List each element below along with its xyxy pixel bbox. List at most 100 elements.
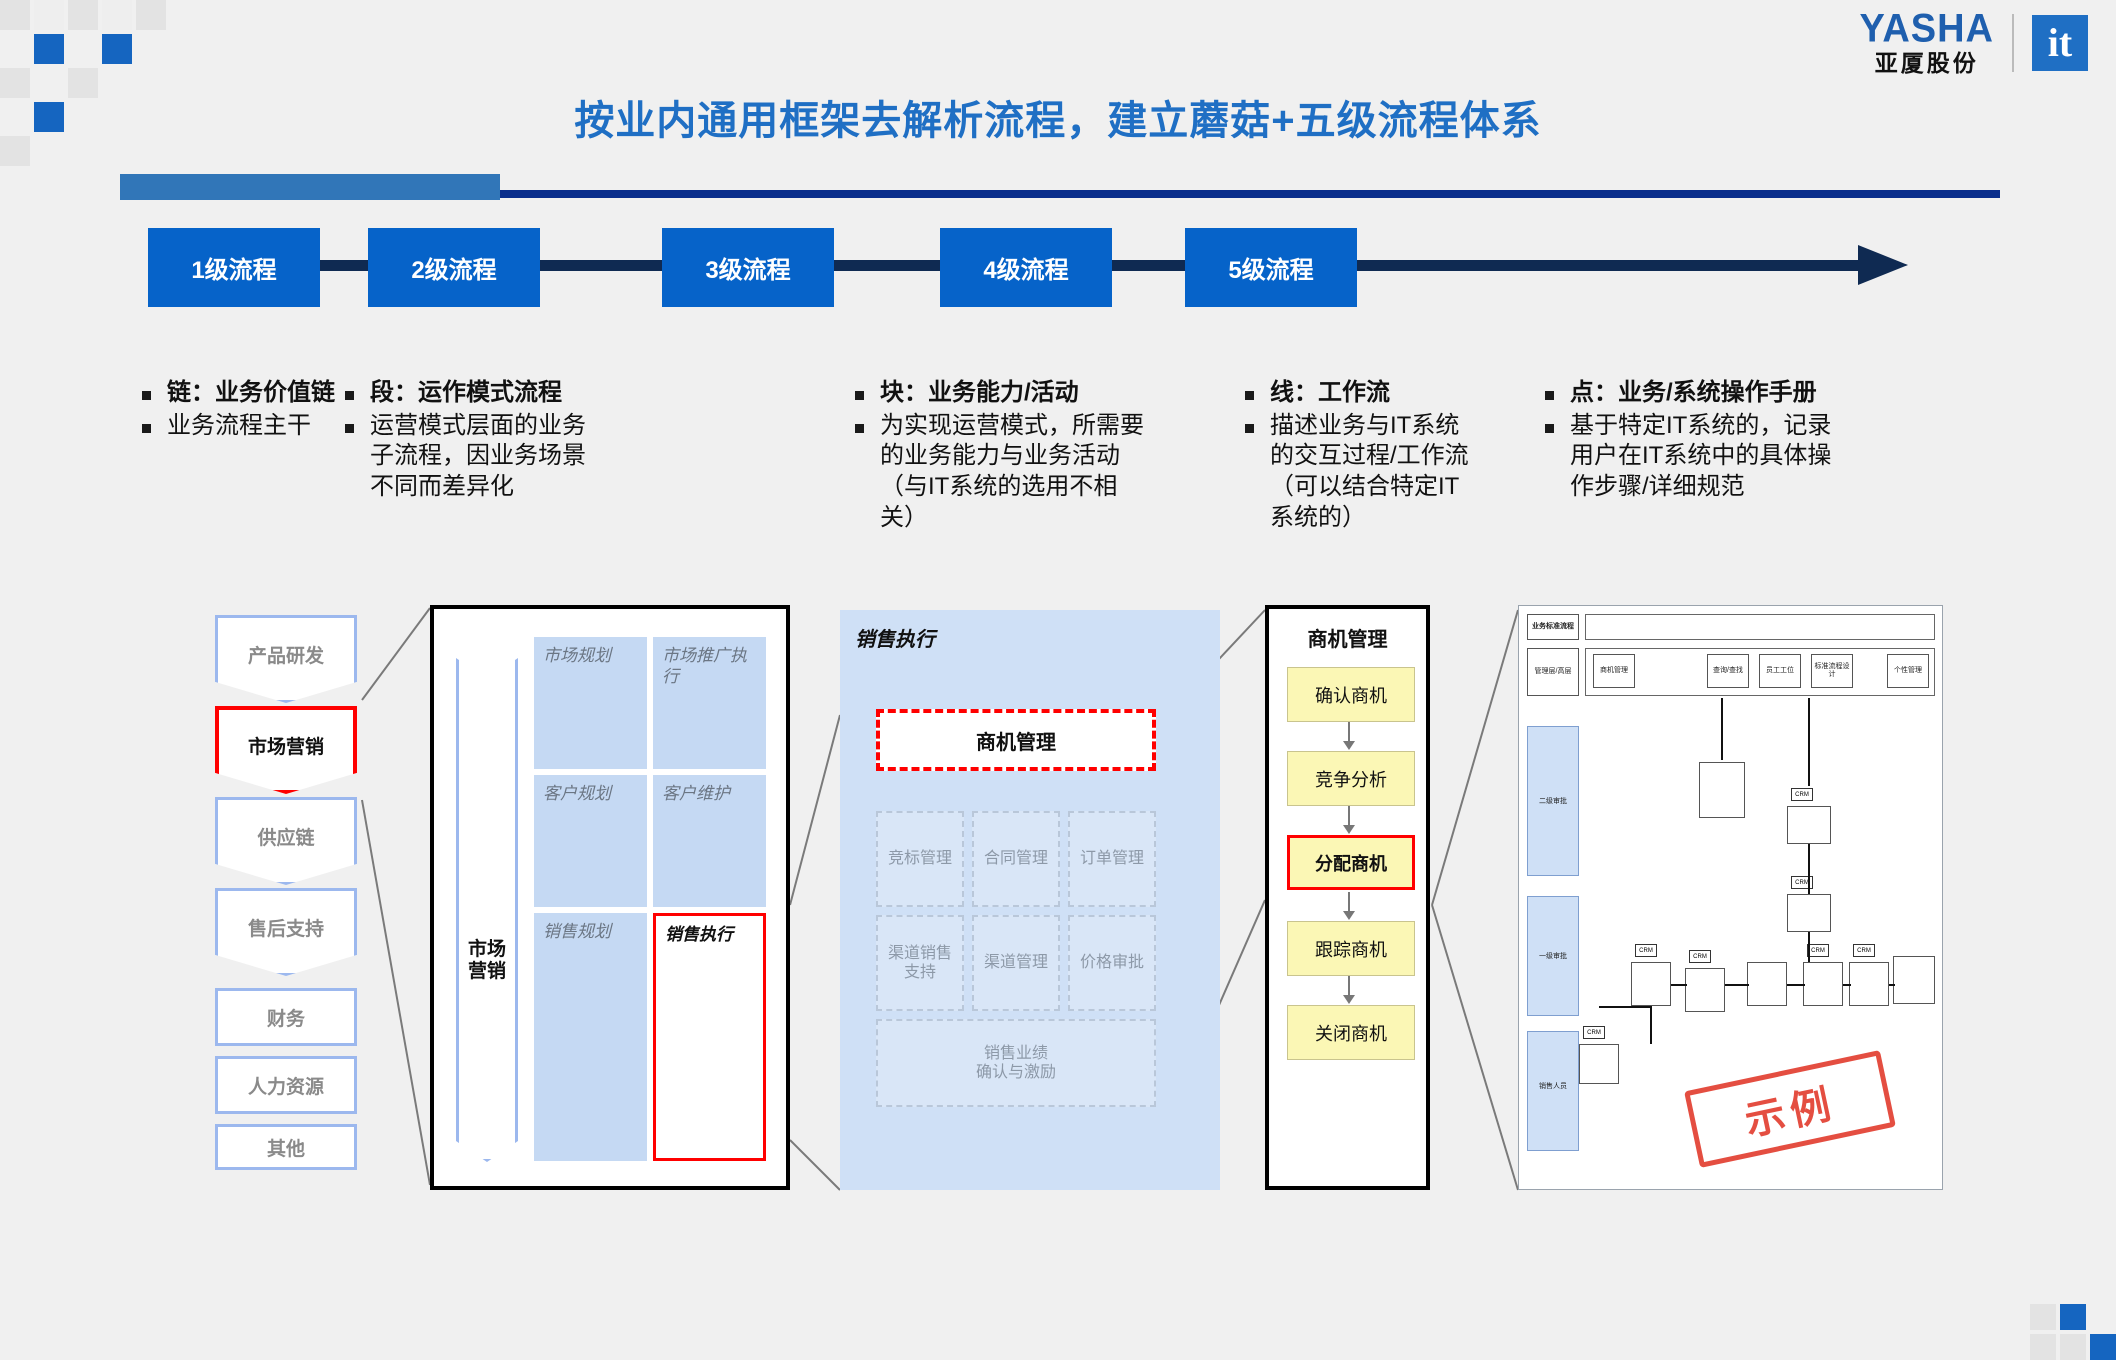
- level4-node-track-opportunity[interactable]: 跟踪商机: [1287, 921, 1415, 976]
- level4-node-competitive-analysis[interactable]: 竞争分析: [1287, 751, 1415, 806]
- level4-node-confirm-opportunity[interactable]: 确认商机: [1287, 667, 1415, 722]
- level5-header-label: 业务标准流程: [1527, 614, 1579, 640]
- level5-header-lane: [1585, 614, 1935, 640]
- level5-connector: [1725, 984, 1749, 986]
- flow-arrowhead-icon: [1343, 741, 1355, 750]
- bullet-text: 基于特定IT系统的，记录用户在IT系统中的具体操作步骤/详细规范: [1570, 411, 1832, 501]
- level5-connector: [1787, 984, 1805, 986]
- level5-top-box-1[interactable]: 查询/查找: [1707, 654, 1749, 688]
- value-chain-item-product-rnd[interactable]: 产品研发: [215, 615, 357, 703]
- panel-level3-title: 销售执行: [855, 629, 935, 651]
- level5-node[interactable]: [1849, 962, 1889, 1006]
- brand-divider: [2012, 13, 2014, 72]
- flow-arrow-line: [1348, 806, 1350, 832]
- bullet-text: 链：业务价值链: [167, 379, 335, 406]
- value-chain-item-finance[interactable]: 财务: [215, 988, 357, 1046]
- level5-node[interactable]: [1803, 962, 1843, 1006]
- bullet-square-icon: [855, 391, 864, 400]
- level4-node-close-opportunity[interactable]: 关闭商机: [1287, 1005, 1415, 1060]
- level5-node[interactable]: [1631, 962, 1671, 1006]
- bullet-text: 为实现运营模式，所需要的业务能力与业务活动（与IT系统的选用不相关）: [880, 411, 1144, 531]
- level-box-5[interactable]: 5级流程: [1185, 228, 1357, 307]
- brand-name-en: YASHA: [1859, 6, 1994, 52]
- level3-cell-opportunity-management[interactable]: 商机管理: [876, 709, 1156, 771]
- level5-connector: [1808, 932, 1810, 962]
- value-chain-label: 产品研发: [247, 645, 324, 667]
- level5-swimlane-band-2: [1527, 896, 1579, 1016]
- level5-top-box-3[interactable]: 标准流程设计: [1811, 654, 1853, 688]
- bullet-item: 点：业务/系统操作手册: [1545, 378, 1845, 409]
- bullet-item: 块：业务能力/活动: [855, 378, 1145, 409]
- level2-cell-customer-planning[interactable]: 客户规划: [534, 775, 647, 907]
- flow-arrow-line: [1348, 976, 1350, 1002]
- level-box-4[interactable]: 4级流程: [940, 228, 1112, 307]
- level2-cell-customer-maintenance[interactable]: 客户维护: [653, 775, 766, 907]
- bullet-text: 业务流程主干: [167, 411, 311, 439]
- bullet-square-icon: [1545, 423, 1554, 433]
- bullet-square-icon: [1245, 423, 1254, 433]
- level5-crm-tag: CRM: [1807, 944, 1829, 957]
- bullet-text: 运营模式层面的业务子流程，因业务场景不同而差异化: [370, 411, 586, 501]
- level5-connector: [1843, 984, 1851, 986]
- level3-cell-order-management[interactable]: 订单管理: [1068, 811, 1156, 907]
- level5-node[interactable]: [1699, 762, 1745, 818]
- level5-connector: [1808, 844, 1810, 894]
- level5-crm-tag: CRM: [1635, 944, 1657, 957]
- level3-cell-price-approval[interactable]: 价格审批: [1068, 915, 1156, 1011]
- level5-node[interactable]: [1787, 894, 1831, 932]
- level5-connector: [1889, 984, 1895, 986]
- panel-level2: 市场营销 市场规划 市场推广执行 客户规划 客户维护 销售规划 销售执行: [430, 605, 790, 1190]
- level5-crm-tag: CRM: [1689, 950, 1711, 963]
- value-chain-label: 市场营销: [247, 736, 324, 758]
- level-axis-arrowhead-icon: [1858, 245, 1908, 285]
- description-column-3: 块：业务能力/活动 为实现运营模式，所需要的业务能力与业务活动（与IT系统的选用…: [855, 378, 1145, 536]
- level5-top-box-4[interactable]: 个性管理: [1887, 654, 1929, 688]
- description-column-2: 段：运作模式流程 运营模式层面的业务子流程，因业务场景不同而差异化: [345, 378, 595, 505]
- value-chain-label: 供应链: [257, 827, 315, 849]
- description-column-1: 链：业务价值链 业务流程主干: [142, 378, 352, 443]
- level5-swimlane-label-3: 销售人员: [1539, 1083, 1567, 1091]
- description-column-4: 线：工作流 描述业务与IT系统的交互过程/工作流（可以结合特定IT系统的）: [1245, 378, 1477, 536]
- level2-cell-market-planning[interactable]: 市场规划: [534, 637, 647, 769]
- level5-crm-tag: CRM: [1791, 788, 1813, 801]
- value-chain-item-other[interactable]: 其他: [215, 1124, 357, 1170]
- level2-cell-sales-execution[interactable]: 销售执行: [653, 913, 766, 1161]
- it-badge-icon: it: [2032, 14, 2088, 71]
- value-chain-item-after-sales[interactable]: 售后支持: [215, 888, 357, 976]
- level5-node[interactable]: [1787, 806, 1831, 844]
- chevron-shape-highlight: 市场营销: [215, 706, 357, 794]
- decoration-bottom-right: [1986, 1290, 2116, 1360]
- level-box-1[interactable]: 1级流程: [148, 228, 320, 307]
- value-chain-item-hr[interactable]: 人力资源: [215, 1056, 357, 1114]
- level4-node-assign-opportunity[interactable]: 分配商机: [1287, 835, 1415, 890]
- level5-node[interactable]: [1685, 968, 1725, 1012]
- level3-cell-contract-management[interactable]: 合同管理: [972, 811, 1060, 907]
- bullet-text: 描述业务与IT系统的交互过程/工作流（可以结合特定IT系统的）: [1270, 411, 1469, 531]
- bullet-text: 段：运作模式流程: [370, 379, 562, 406]
- bullet-square-icon: [345, 391, 354, 400]
- level5-crm-tag: CRM: [1853, 944, 1875, 957]
- level5-crm-tag: CRM: [1583, 1026, 1605, 1039]
- level5-swimlane-label-0: 管理层/高层: [1527, 648, 1579, 696]
- level3-cell-channel-sales-support[interactable]: 渠道销售支持: [876, 915, 964, 1011]
- level5-node[interactable]: [1893, 956, 1935, 1004]
- marketing-spine-arrow: [456, 637, 518, 1162]
- value-chain-item-marketing[interactable]: 市场营销: [215, 706, 357, 794]
- bullet-item: 为实现运营模式，所需要的业务能力与业务活动（与IT系统的选用不相关）: [855, 411, 1145, 534]
- value-chain-item-supply-chain[interactable]: 供应链: [215, 797, 357, 885]
- level-box-2[interactable]: 2级流程: [368, 228, 540, 307]
- level2-cell-sales-planning[interactable]: 销售规划: [534, 913, 647, 1161]
- brand-logo: YASHA 亚厦股份 it: [1859, 6, 2088, 75]
- bullet-square-icon: [855, 423, 864, 433]
- level3-cell-channel-management[interactable]: 渠道管理: [972, 915, 1060, 1011]
- level5-node[interactable]: [1747, 962, 1787, 1006]
- level5-top-box-0[interactable]: 商机管理: [1593, 654, 1635, 688]
- level-box-3[interactable]: 3级流程: [662, 228, 834, 307]
- bullet-text: 块：业务能力/活动: [880, 379, 1079, 406]
- level2-cell-market-promotion[interactable]: 市场推广执行: [653, 637, 766, 769]
- level5-top-box-2[interactable]: 员工工位: [1759, 654, 1801, 688]
- level3-cell-bid-management[interactable]: 竞标管理: [876, 811, 964, 907]
- level3-cell-sales-performance[interactable]: 销售业绩 确认与激励: [876, 1019, 1156, 1107]
- level5-node[interactable]: [1579, 1044, 1619, 1084]
- value-chain-label: 售后支持: [247, 918, 324, 940]
